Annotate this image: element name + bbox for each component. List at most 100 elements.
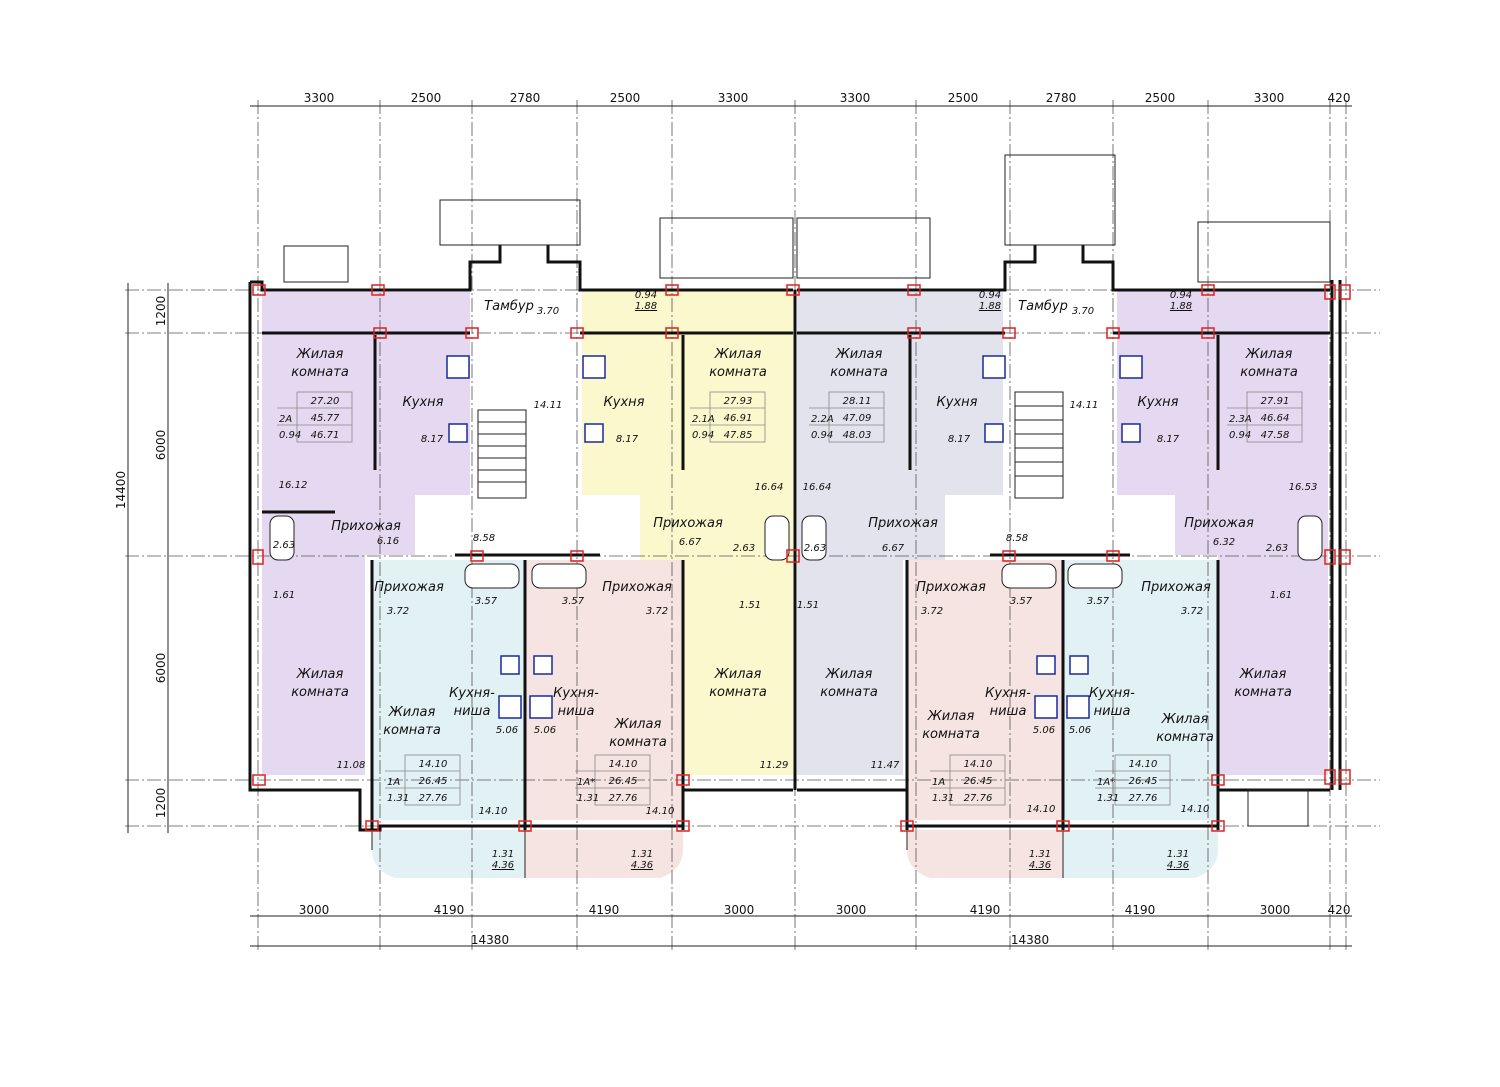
- apartment-sum-area: 46.71: [311, 430, 340, 441]
- room-name: Прихожая: [916, 580, 986, 595]
- loggia-area: 1.31: [492, 849, 514, 860]
- apartment-total-area: 26.45: [419, 776, 448, 787]
- room-area: 3.72: [1181, 606, 1203, 617]
- dimension-total-label: 14380: [471, 933, 509, 947]
- room-area: 16.64: [803, 482, 832, 493]
- apartment-coefficient: 1.31: [1097, 793, 1119, 804]
- room-name: Кухня-: [553, 686, 599, 701]
- room-name: Кухня-: [449, 686, 495, 701]
- room-name: Прихожая: [1184, 516, 1254, 531]
- room-name: комната: [1234, 685, 1292, 700]
- room-area: 6.67: [882, 543, 905, 554]
- apartment-sum-area: 27.76: [419, 793, 448, 804]
- apartment-total-area: 46.91: [724, 413, 753, 424]
- room-area: 5.06: [534, 725, 556, 736]
- loggia-area-total: 1.88: [635, 301, 657, 312]
- loggia-area: 1.31: [1029, 849, 1051, 860]
- apartment-sum-area: 27.76: [1129, 793, 1158, 804]
- sink-icon: [984, 423, 1004, 443]
- apartment-code: 2A: [279, 414, 292, 425]
- loggia-area-total: 4.36: [492, 860, 514, 871]
- room-name: Кухня: [937, 395, 978, 410]
- room-name: Кухня: [1138, 395, 1179, 410]
- room-name: комната: [709, 685, 767, 700]
- room-area: 1.51: [797, 600, 819, 611]
- dimension-label: 3000: [836, 903, 867, 917]
- apartment-table-frame: [594, 754, 651, 806]
- loggia-area-total: 4.36: [1167, 860, 1189, 871]
- room-area: 1.61: [1270, 590, 1292, 601]
- apartment-23a-fill: [1117, 290, 1328, 775]
- room-name: Жилая: [296, 347, 344, 362]
- room-name: Прихожая: [331, 519, 401, 534]
- apartment-coefficient: 0.94: [692, 430, 714, 441]
- apartment-22a-fill: [797, 292, 1003, 775]
- room-name: Кухня: [604, 395, 645, 410]
- apartment-living-area: 27.20: [311, 396, 340, 407]
- loggia-right-1-fill: [907, 830, 1063, 878]
- sink-icon: [500, 655, 520, 675]
- dimension-label: 4190: [1125, 903, 1156, 917]
- room-name: комната: [383, 723, 441, 738]
- stove-icon: [1119, 355, 1143, 379]
- stove-icon: [1034, 695, 1058, 719]
- apartment-sum-area: 27.76: [609, 793, 638, 804]
- room-area: 2.63: [273, 540, 295, 551]
- room-name: Жилая: [1239, 667, 1287, 682]
- apartment-total-area: 26.45: [609, 776, 638, 787]
- room-area: 14.10: [646, 806, 675, 817]
- bathtub-icon: [1297, 515, 1323, 561]
- dimension-total-label: 14400: [114, 471, 128, 509]
- bathtubs: [269, 515, 1323, 589]
- room-area: 1.51: [739, 600, 761, 611]
- room-area: 14.11: [1070, 400, 1099, 411]
- room-area: 5.06: [1069, 725, 1091, 736]
- dimension-label: 2500: [948, 91, 979, 105]
- dimension-label: 3300: [840, 91, 871, 105]
- apartment-living-area: 14.10: [1129, 759, 1158, 770]
- dimension-label: 2500: [610, 91, 641, 105]
- bathtub-icon: [764, 515, 790, 561]
- dimension-lines: [127, 105, 1352, 947]
- apartment-table-frame: [1246, 391, 1303, 443]
- apartment-21a-fill: [582, 290, 793, 775]
- apartment-code: 2.3A: [1229, 414, 1252, 425]
- apartment-code: 1A*: [577, 777, 595, 788]
- apartment-coefficient: 0.94: [1229, 430, 1251, 441]
- room-name: Жилая: [835, 347, 883, 362]
- room-area: 14.10: [479, 806, 508, 817]
- dimension-total-label: 14380: [1011, 933, 1049, 947]
- room-area: 11.08: [337, 760, 366, 771]
- loggia-left-2-fill: [525, 830, 683, 878]
- room-area: 8.17: [1157, 434, 1180, 445]
- room-name: Прихожая: [374, 580, 444, 595]
- dimension-label: 6000: [154, 430, 168, 461]
- apartment-table-frame: [404, 754, 461, 806]
- apartment-living-area: 28.11: [843, 396, 872, 407]
- room-name: ниша: [558, 704, 595, 719]
- room-area: 6.32: [1213, 537, 1235, 548]
- apartment-sum-area: 47.85: [724, 430, 753, 441]
- room-area: 8.17: [616, 434, 639, 445]
- sink-icon: [448, 423, 468, 443]
- room-area: 8.58: [473, 533, 495, 544]
- stove-icon: [982, 355, 1006, 379]
- apartment-living-area: 14.10: [419, 759, 448, 770]
- loggia-area-total: 1.88: [1170, 301, 1192, 312]
- stove-icon: [446, 355, 470, 379]
- bottom-dimensions: 3000 4190 4190 3000 3000 4190 4190 3000 …: [299, 903, 1351, 947]
- apartment-table-frame: [828, 391, 885, 443]
- room-name: комната: [291, 365, 349, 380]
- dimension-label: 2500: [1145, 91, 1176, 105]
- room-area: 11.47: [871, 760, 900, 771]
- room-name: комната: [922, 727, 980, 742]
- sink-icon: [1036, 655, 1056, 675]
- room-name: Жилая: [927, 709, 975, 724]
- room-area: 2.63: [733, 543, 755, 554]
- loggia-area: 0.94: [1170, 290, 1192, 301]
- apartment-total-area: 26.45: [1129, 776, 1158, 787]
- dimension-label: 4190: [434, 903, 465, 917]
- room-name: Жилая: [825, 667, 873, 682]
